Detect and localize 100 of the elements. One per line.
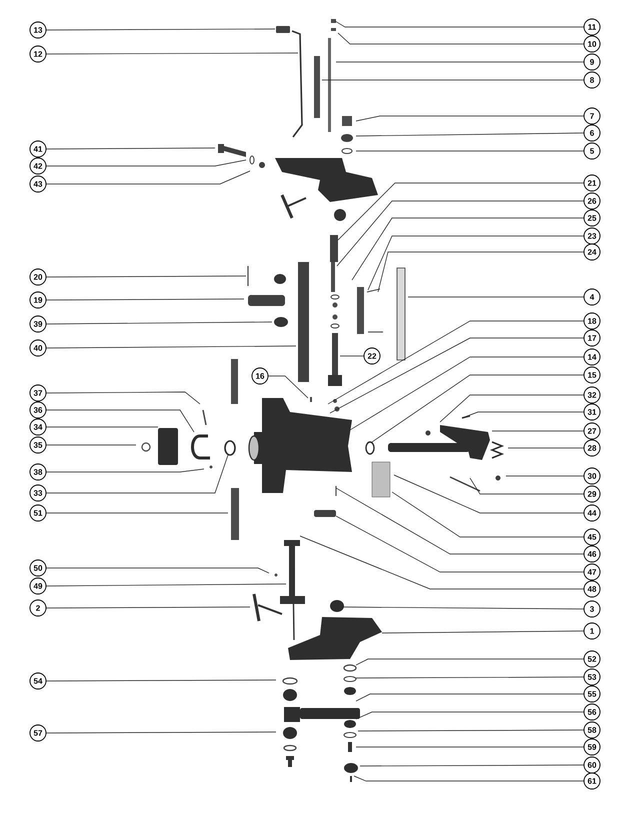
callout-number: 45 [584,528,600,546]
leader-line [352,218,584,280]
callout-number: 19 [30,292,46,308]
leader-line [356,694,584,702]
callout-number: 38 [30,464,46,480]
callout-number: 24 [584,244,600,260]
callout-number: 26 [584,192,600,210]
leader-line [360,764,584,766]
callout-number: 40 [30,340,46,356]
callout-number: 17 [584,330,600,346]
callout-number: 60 [584,756,600,774]
callout-number: 31 [584,404,600,420]
leader-line [372,374,584,442]
callout-number: 11 [584,18,600,36]
leader-line [356,746,584,748]
leader-line [46,584,286,586]
leader-line [46,276,246,278]
leader-line [338,32,584,44]
leader-line [46,322,272,324]
callout-number: 44 [584,504,600,522]
leader-line [408,296,584,298]
leader-line [336,516,584,572]
leader-line [46,606,250,608]
leader-line [382,630,584,634]
leader-line [46,444,136,446]
leader-line [378,252,584,292]
callout-number: 46 [584,546,600,562]
callout-number: 30 [584,468,600,484]
callout-number: 21 [584,174,600,192]
leader-line [462,412,584,418]
callout-number: 18 [584,312,600,330]
leader-line [46,468,204,472]
leader-line [46,454,228,494]
callout-number: 27 [584,422,600,440]
callout-number: 3 [584,600,600,618]
callout-number: 9 [584,54,600,70]
callout-number: 41 [30,140,46,158]
callout-number: 7 [584,108,600,124]
callout-number: 23 [584,228,600,244]
leader-line [46,392,200,404]
callout-number: 35 [30,436,46,454]
callout-number: 56 [584,704,600,720]
callout-number: 34 [30,418,46,436]
callout-number: 37 [30,384,46,402]
callout-number: 15 [584,366,600,384]
callout-number: 58 [584,722,600,738]
leader-line [46,410,194,432]
leader-line [394,474,584,514]
callout-number: 2 [30,600,46,616]
callout-number: 47 [584,564,600,580]
leader-line [492,430,584,432]
leader-line [46,680,276,682]
callout-number: 6 [584,124,600,142]
callout-number: 22 [364,348,380,364]
leader-line [46,732,276,734]
callout-number: 50 [30,560,46,576]
callout-number: 10 [584,36,600,52]
leader-line [46,52,298,54]
leader-line [440,394,584,422]
callout-number: 55 [584,686,600,702]
callout-number: 4 [584,288,600,306]
callout-number: 13 [30,22,46,38]
leader-line [268,376,308,398]
callout-number: 61 [584,772,600,790]
callout-number: 33 [30,484,46,502]
callout-number: 5 [584,142,600,160]
leader-line [342,606,584,610]
callout-number: 54 [30,672,46,690]
callout-number: 28 [584,440,600,456]
leader-line [470,478,584,494]
callout-number: 1 [584,622,600,640]
callout-number: 53 [584,668,600,686]
leader-line [46,28,276,30]
leader-line [46,426,158,428]
callout-number: 42 [30,158,46,174]
leader-line [338,182,584,240]
leader-line [46,170,250,184]
callout-number: 32 [584,386,600,404]
callout-number: 14 [584,348,600,366]
leader-line [46,148,216,150]
leader-line [358,730,584,732]
leader-line [46,568,270,574]
callout-number: 59 [584,738,600,756]
leader-line [46,298,244,300]
leader-line [356,150,584,152]
leader-line [354,776,584,782]
leader-line [392,492,584,538]
leader-line [334,20,584,28]
callout-number: 12 [30,46,46,62]
callout-number: 48 [584,580,600,598]
leader-line [328,320,584,404]
callout-number: 36 [30,402,46,418]
callout-number: 39 [30,316,46,332]
leader-line [356,658,584,666]
callout-number: 25 [584,210,600,226]
callout-number: 20 [30,268,46,286]
callout-number: 29 [584,486,600,502]
leader-line [300,536,584,590]
callout-number: 52 [584,650,600,668]
leader-line [330,338,584,414]
